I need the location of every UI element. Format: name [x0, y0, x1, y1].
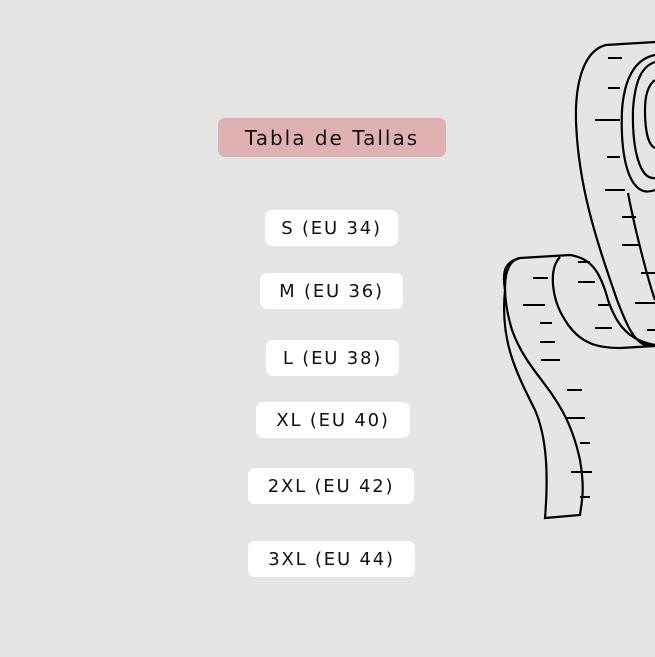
size-s: S (EU 34) [265, 210, 398, 246]
size-l: L (EU 38) [266, 340, 399, 376]
size-3xl: 3XL (EU 44) [248, 541, 415, 577]
size-xl: XL (EU 40) [256, 402, 410, 438]
size-2xl: 2XL (EU 42) [248, 468, 414, 504]
size-m: M (EU 36) [260, 273, 403, 309]
size-chart-title: Tabla de Tallas [218, 118, 446, 157]
